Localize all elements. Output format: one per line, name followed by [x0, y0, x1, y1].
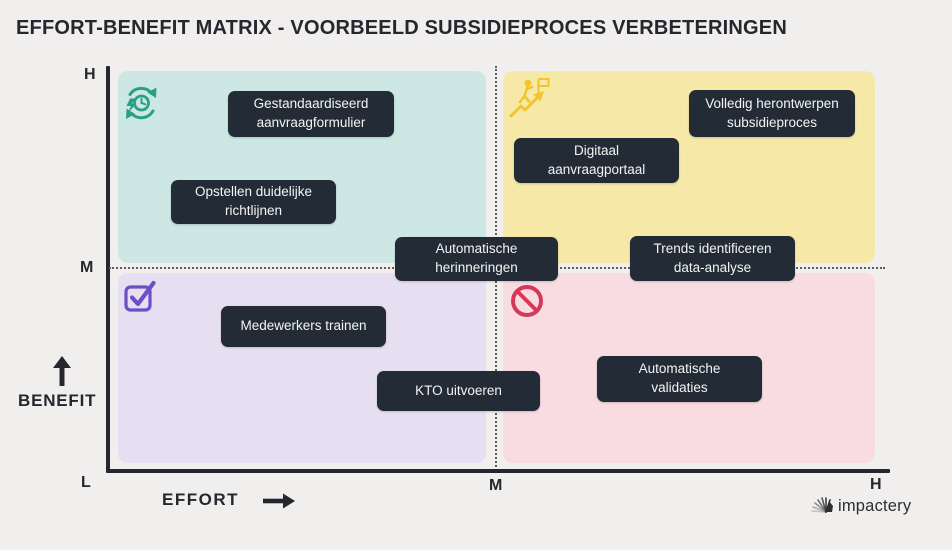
prohibition-icon	[511, 285, 543, 317]
fan-rays-icon	[811, 497, 833, 513]
x-tick-high: H	[870, 476, 882, 493]
quadrant-low-benefit-low-effort	[118, 273, 486, 463]
x-axis-label: EFFORT	[162, 490, 239, 509]
item-kto-uitvoeren: KTO uitvoeren	[377, 371, 540, 411]
benefit-up-arrow-icon	[53, 356, 71, 386]
item-opstellen-duidelijke-richtlijnen: Opstellen duidelijke richtlijnen	[171, 180, 336, 224]
checkbox-icon	[124, 280, 156, 312]
item-digitaal-aanvraagportaal: Digitaal aanvraagportaal	[514, 138, 679, 183]
item-medewerkers-trainen: Medewerkers trainen	[221, 306, 386, 347]
y-axis-label: BENEFIT	[18, 391, 97, 410]
effort-right-arrow-icon	[263, 493, 295, 509]
item-volledig-herontwerpen-subsidieproces: Volledig herontwerpen subsidieproces	[689, 90, 855, 137]
y-tick-mid: M	[80, 259, 94, 276]
item-automatische-validaties: Automatische validaties	[597, 356, 762, 402]
x-tick-mid: M	[489, 477, 503, 494]
y-tick-low: L	[81, 474, 91, 491]
y-axis-line	[106, 66, 110, 472]
logo-text: impactery	[838, 496, 912, 515]
refresh-clock-icon	[126, 86, 157, 120]
x-axis-line	[106, 469, 890, 473]
item-automatische-herinneringen: Automatische herinneringen	[395, 237, 558, 281]
impactery-logo: impactery	[810, 496, 911, 516]
page-title: EFFORT-BENEFIT MATRIX - VOORBEELD SUBSID…	[16, 17, 787, 39]
climber-flag-icon	[509, 78, 550, 118]
item-trends-identificeren-data-analyse: Trends identificeren data-analyse	[630, 236, 795, 281]
item-gestandaardiseerd-aanvraagformulier: Gestandaardiseerd aanvraagformulier	[228, 91, 394, 137]
y-tick-high: H	[84, 66, 96, 83]
